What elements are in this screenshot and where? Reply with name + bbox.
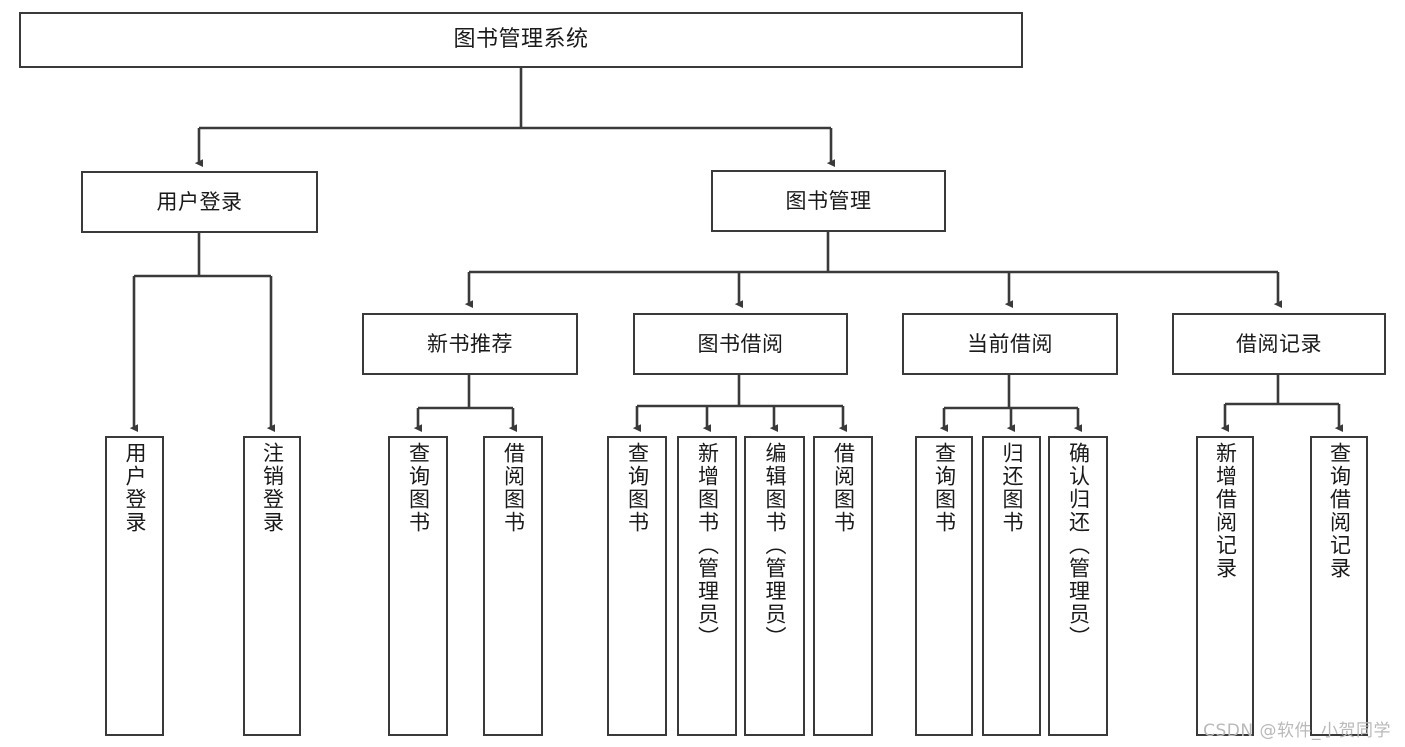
node-leaf-add-book-admin[interactable]: 新增图书（管理员）	[677, 436, 737, 736]
node-book-borrow[interactable]: 图书借阅	[633, 313, 848, 375]
node-label: 借阅图书	[831, 442, 856, 534]
node-label: 查询图书	[625, 442, 650, 534]
node-leaf-borrow-book[interactable]: 借阅图书	[813, 436, 873, 736]
node-label: 编辑图书（管理员）	[763, 442, 787, 649]
node-leaf-query-borrow-record[interactable]: 查询借阅记录	[1310, 436, 1368, 736]
node-leaf-user-login[interactable]: 用户登录	[105, 436, 164, 736]
node-leaf-query-book-new[interactable]: 查询图书	[388, 436, 448, 736]
node-leaf-return-book[interactable]: 归还图书	[982, 436, 1041, 736]
node-label: 归还图书	[1000, 442, 1024, 534]
node-leaf-confirm-return-admin[interactable]: 确认归还（管理员）	[1048, 436, 1108, 736]
node-leaf-query-book-current[interactable]: 查询图书	[915, 436, 973, 736]
node-leaf-query-book[interactable]: 查询图书	[607, 436, 667, 736]
node-leaf-logout[interactable]: 注销登录	[243, 436, 301, 736]
node-label: 借阅图书	[501, 442, 526, 534]
node-label: 图书借阅	[697, 331, 784, 356]
node-label: 查询借阅记录	[1327, 442, 1352, 580]
node-borrow-record[interactable]: 借阅记录	[1172, 313, 1386, 375]
node-label: 用户登录	[156, 189, 243, 214]
node-label: 新书推荐	[427, 331, 513, 356]
node-new-book-recommend[interactable]: 新书推荐	[362, 313, 578, 375]
node-leaf-borrow-book-new[interactable]: 借阅图书	[483, 436, 543, 736]
node-leaf-add-borrow-record[interactable]: 新增借阅记录	[1196, 436, 1254, 736]
node-label: 新增图书（管理员）	[695, 442, 720, 649]
node-label: 确认归还（管理员）	[1066, 442, 1091, 649]
node-leaf-edit-book-admin[interactable]: 编辑图书（管理员）	[744, 436, 805, 736]
node-label: 借阅记录	[1236, 331, 1322, 356]
node-label: 查询图书	[406, 442, 431, 534]
node-current-borrow[interactable]: 当前借阅	[902, 313, 1118, 375]
node-label: 用户登录	[123, 442, 147, 534]
node-label: 新增借阅记录	[1213, 442, 1238, 580]
node-root-system[interactable]: 图书管理系统	[19, 12, 1023, 68]
node-book-management[interactable]: 图书管理	[711, 170, 946, 232]
node-label: 注销登录	[260, 442, 285, 534]
node-user-login[interactable]: 用户登录	[81, 171, 318, 233]
watermark-text: CSDN @软件_小贺同学	[1203, 721, 1391, 741]
node-label: 查询图书	[932, 442, 957, 534]
node-label: 图书管理	[785, 188, 872, 213]
node-label: 图书管理系统	[453, 27, 589, 53]
node-label: 当前借阅	[967, 331, 1053, 356]
